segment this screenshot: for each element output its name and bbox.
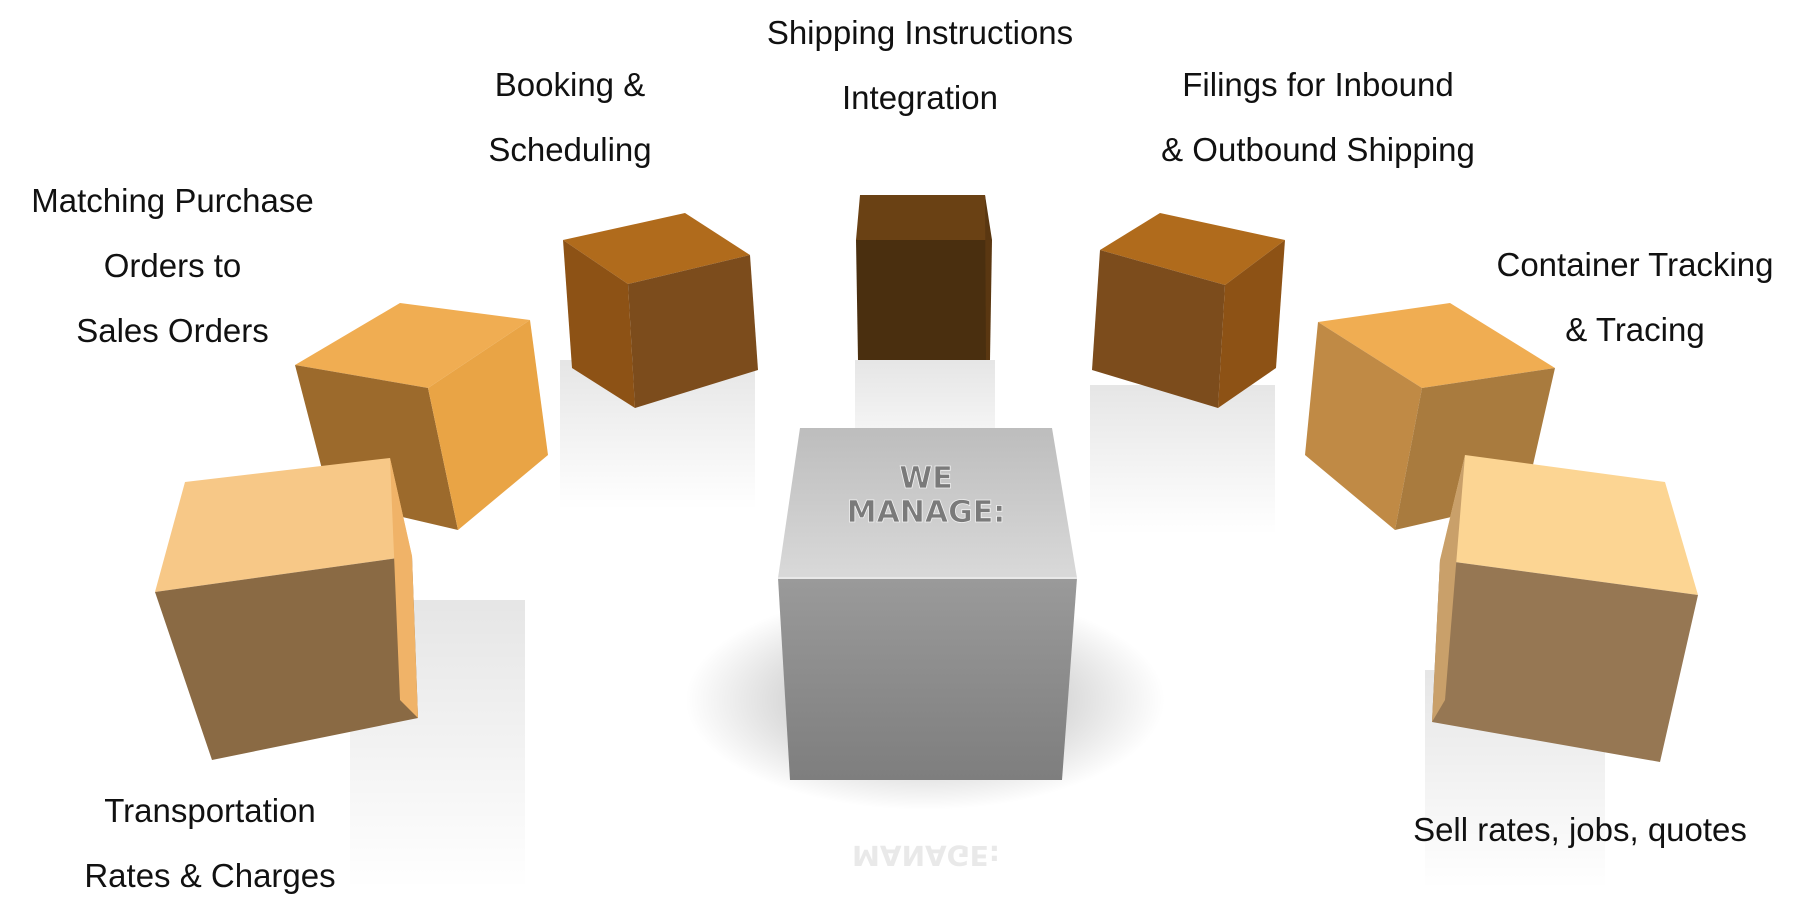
label-container-tracking: Container Tracking & Tracing — [1496, 246, 1774, 348]
label-shipping-instructions: Shipping Instructions Integration — [766, 14, 1074, 116]
label-filings: Filings for Inbound & Outbound Shipping — [1161, 66, 1475, 168]
center-cube-line-1: WE — [899, 461, 953, 496]
label-transportation-rates: Transportation Rates & Charges — [84, 792, 336, 894]
cube-shipping-instructions — [856, 195, 992, 360]
center-cube-line-2: MANAGE: — [847, 495, 1006, 530]
reflection — [1090, 385, 1275, 535]
cube-booking-scheduling — [563, 213, 758, 408]
center-cube: WE MANAGE: MANAGE: — [778, 428, 1077, 872]
cube-sell-rates — [1432, 455, 1698, 762]
cube-transportation — [155, 458, 418, 760]
label-matching-purchase-orders: Matching Purchase Orders to Sales Orders — [31, 182, 314, 349]
cube-filings — [1092, 213, 1285, 408]
label-sell-rates: Sell rates, jobs, quotes — [1413, 811, 1747, 848]
label-booking-scheduling: Booking & Scheduling — [488, 66, 652, 168]
center-cube-reflection: MANAGE: — [852, 839, 1000, 872]
